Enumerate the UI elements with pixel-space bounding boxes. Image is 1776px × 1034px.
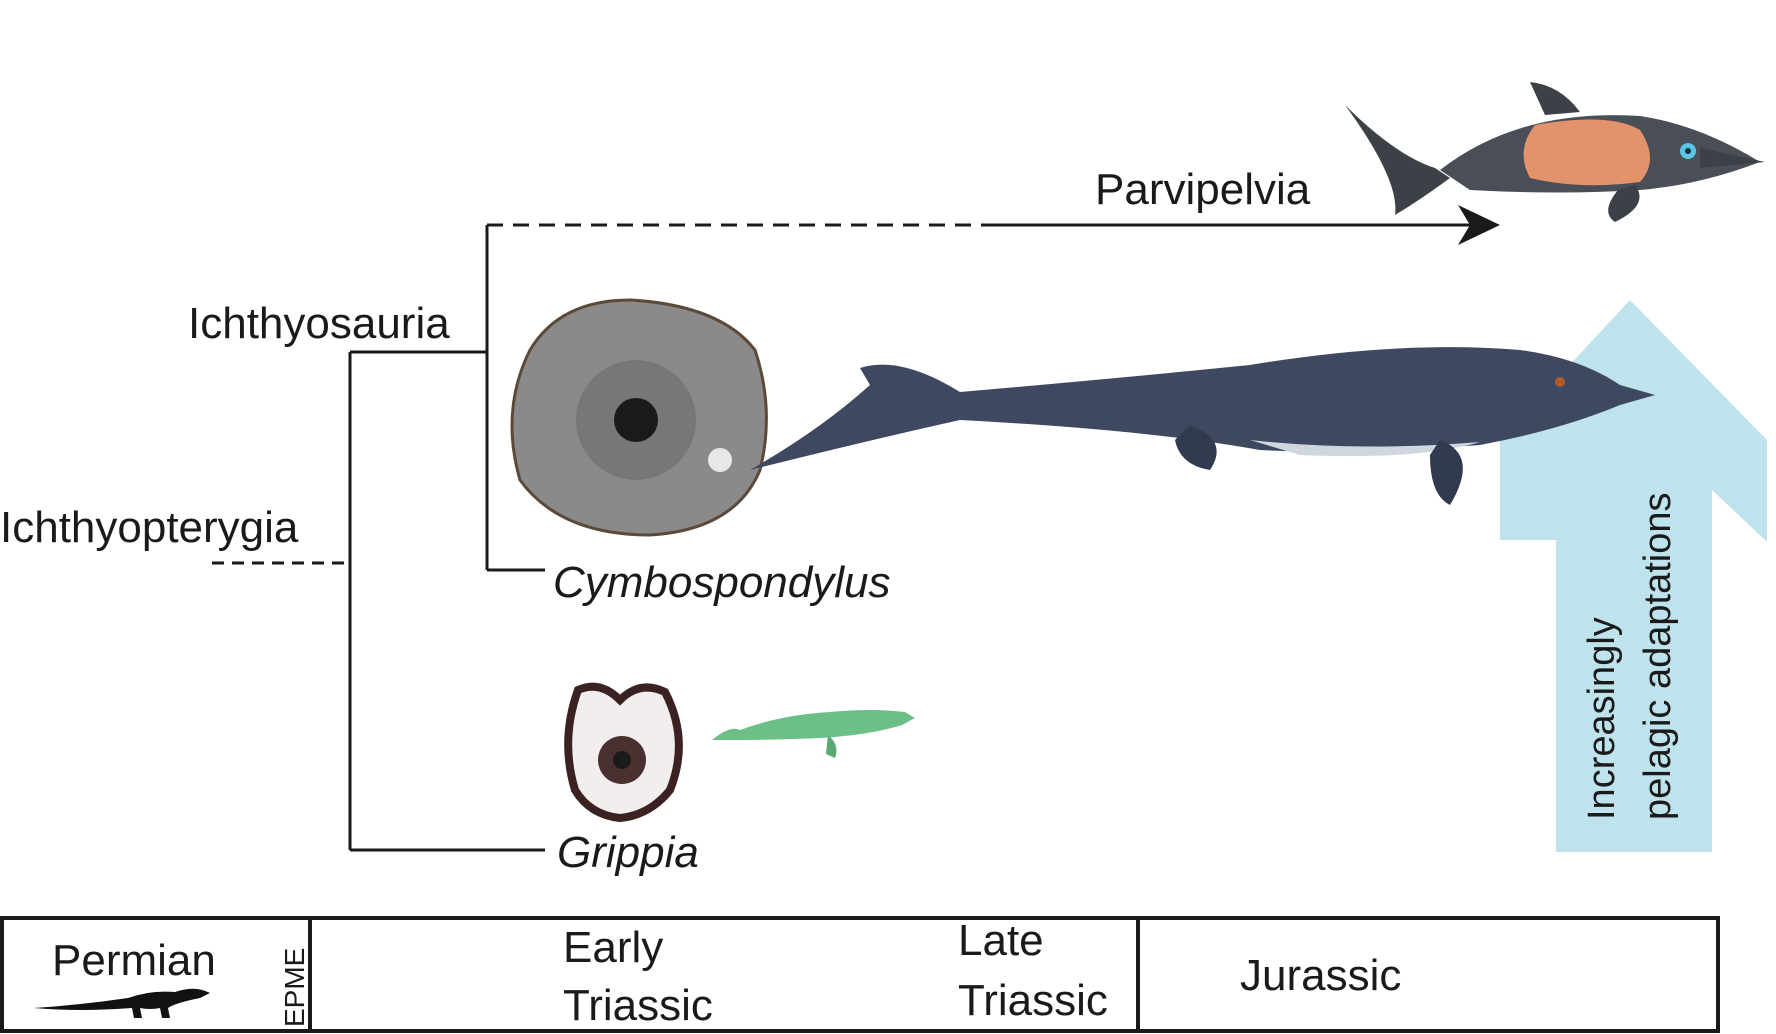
ichthyopterygia-label: Ichthyopterygia <box>0 503 299 552</box>
permian-tetrapod-silhouette-icon <box>34 989 210 1018</box>
parvipelvia-illustration <box>1345 82 1765 222</box>
early-triassic-label-line1: Early <box>563 923 663 972</box>
parvipelvia-label: Parvipelvia <box>1095 165 1311 214</box>
jurassic-label: Jurassic <box>1240 951 1401 1000</box>
ichthyosauria-label: Ichthyosauria <box>188 299 450 348</box>
timescale-box <box>2 918 1718 1031</box>
grippia-bone-section <box>568 687 679 818</box>
epme-label: EPME <box>279 948 310 1027</box>
late-triassic-label-line2: Triassic <box>958 976 1108 1025</box>
cymbospondylus-label: Cymbospondylus <box>553 558 891 607</box>
timescale-bar: Permian EPME Early Triassic Late Triassi… <box>2 916 1718 1031</box>
late-triassic-label-line1: Late <box>958 916 1044 965</box>
grippia-illustration <box>712 710 915 758</box>
grippia-label: Grippia <box>557 828 699 877</box>
permian-label: Permian <box>52 936 216 985</box>
early-triassic-label-line2: Triassic <box>563 981 713 1030</box>
pelagic-arrow-label-line1: Increasingly <box>1581 617 1623 820</box>
pelagic-arrow-label-line2: pelagic adaptations <box>1637 493 1679 820</box>
cymbospondylus-bone-section <box>512 300 766 535</box>
